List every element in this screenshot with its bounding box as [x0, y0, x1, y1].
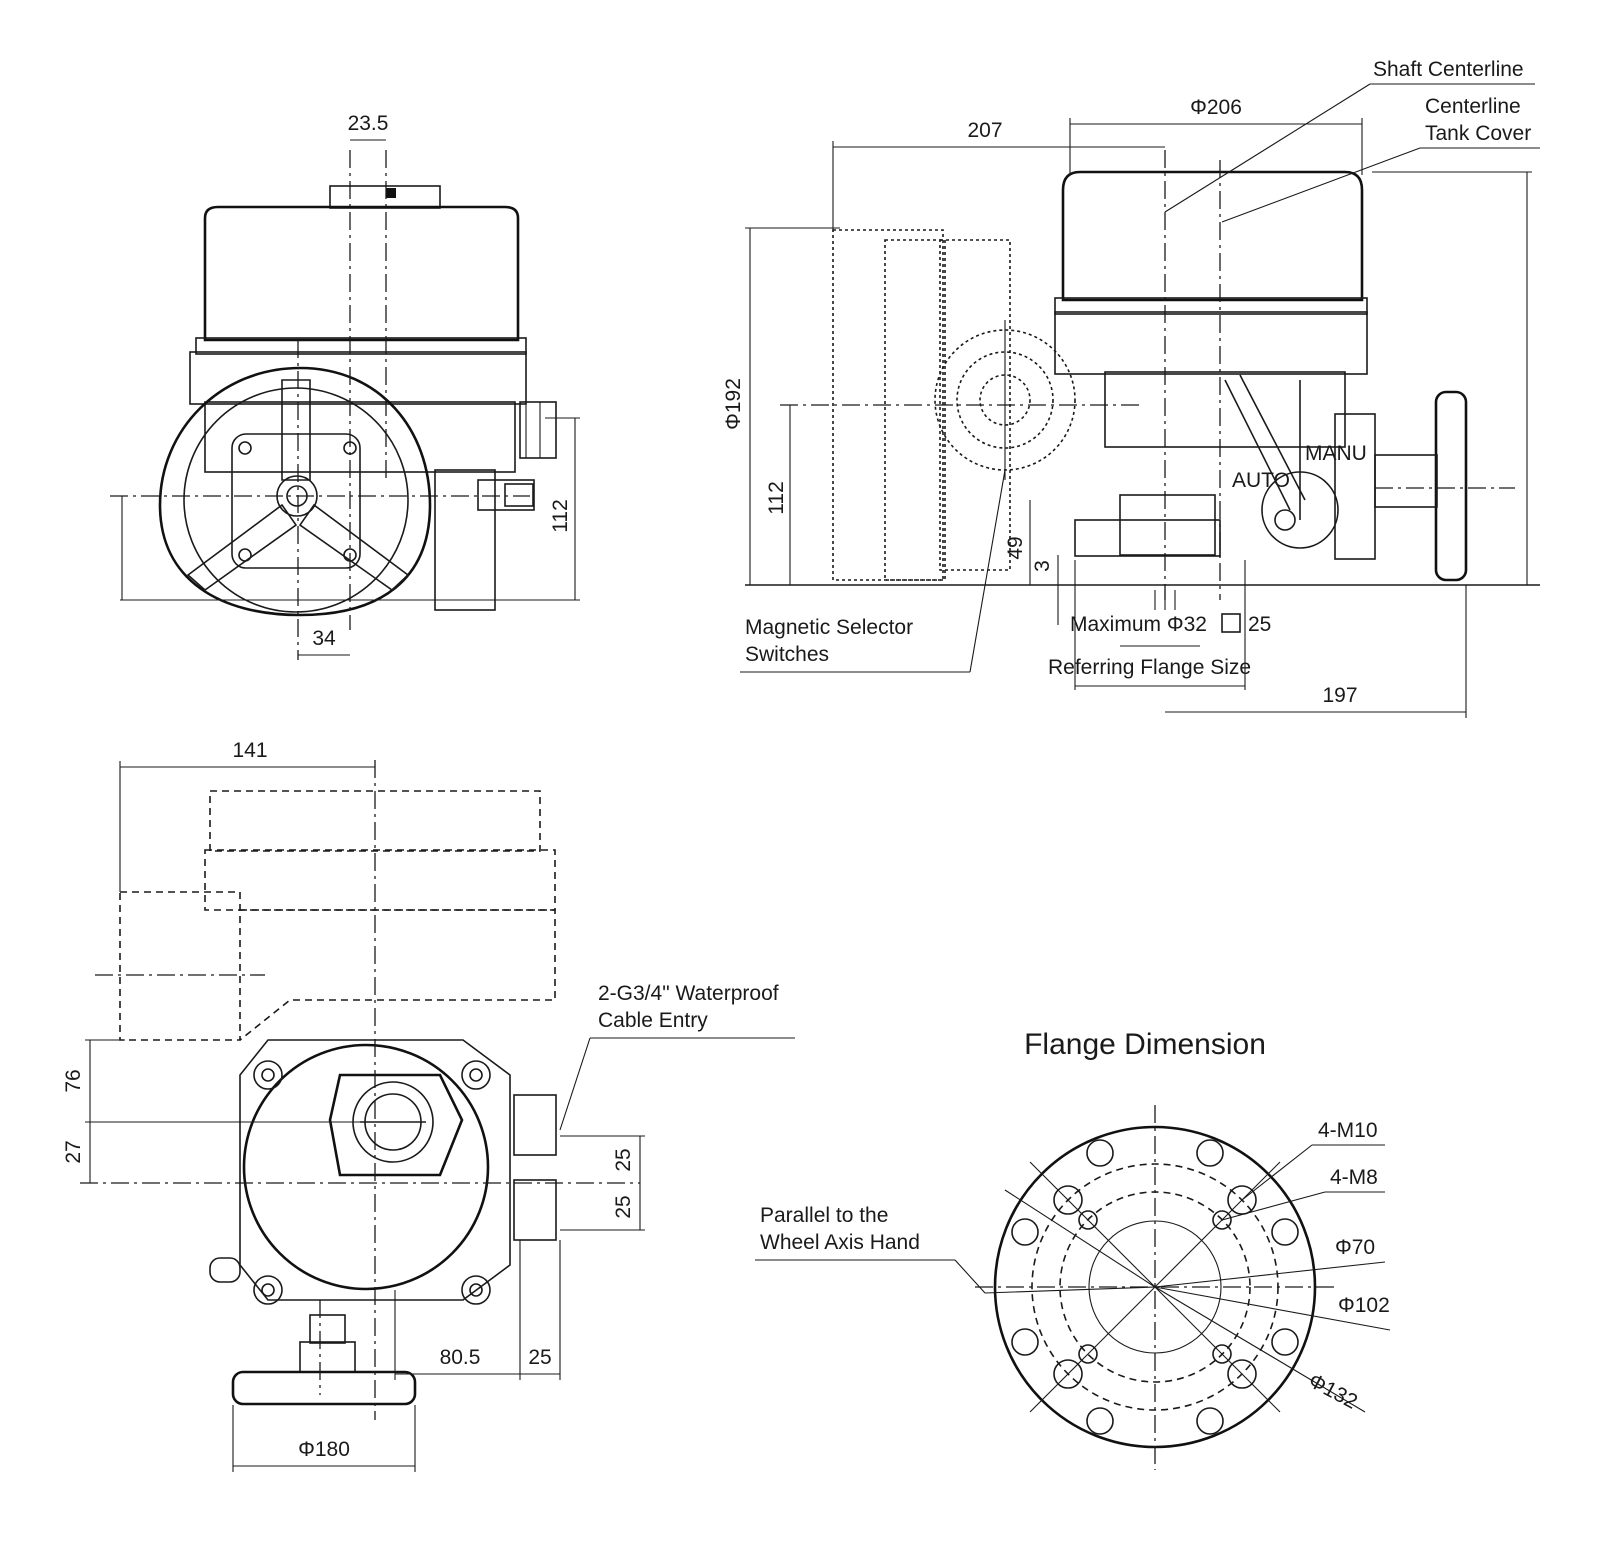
side-body-upper [1054, 311, 1368, 375]
front-body-upper [189, 351, 527, 405]
side-shaft [1374, 454, 1438, 508]
flange-m10: 4-M10 [1318, 1119, 1378, 1142]
side-centerline-2: Tank Cover [1425, 122, 1531, 145]
flange-m8: 4-M8 [1330, 1166, 1378, 1189]
top-indicator-housing [328, 1073, 464, 1177]
side-view: MANU AUTO Φ206 207 Φ192 112 49 3 197 [722, 58, 1540, 718]
flange-parallel-2: Wheel Axis Hand [760, 1231, 920, 1254]
flange-view: Flange Dimension 4-M10 [755, 1028, 1391, 1470]
side-magnetic-1: Magnetic Selector [745, 616, 913, 639]
flange-m10-holes [1053, 1185, 1257, 1389]
top-dim-76: 76 [62, 1069, 85, 1092]
top-dim-141: 141 [232, 739, 267, 762]
side-magnetic-2: Switches [745, 643, 829, 666]
side-base-block [1119, 494, 1216, 556]
front-cover [203, 205, 520, 342]
side-flange-square: 25 [1248, 613, 1271, 636]
front-view: 23.5 112 34 [110, 112, 580, 660]
top-dim-25c: 25 [528, 1346, 551, 1369]
top-dashed-cover [209, 790, 541, 852]
top-cable-gland-2 [513, 1179, 557, 1241]
top-dim-80-5: 80.5 [440, 1346, 481, 1369]
side-dim-197: 197 [1322, 684, 1357, 707]
flange-parallel-1: Parallel to the [760, 1204, 888, 1227]
top-view: 141 76 27 25 25 80.5 25 Φ180 2-G3/4" Wat… [62, 739, 795, 1472]
flange-d132-label: Φ132 [1305, 1369, 1362, 1414]
top-body-outline [239, 1039, 511, 1301]
front-dim-112: 112 [549, 499, 572, 532]
top-dim-180: Φ180 [298, 1438, 350, 1461]
side-shaft-centerline: Shaft Centerline [1373, 58, 1524, 81]
side-dim-192: Φ192 [722, 378, 745, 430]
front-dim-23-5: 23.5 [348, 112, 389, 135]
front-spoke-right [298, 503, 410, 592]
side-flange-band [1054, 297, 1368, 315]
top-cable-2: Cable Entry [598, 1009, 708, 1032]
side-referring: Referring Flange Size [1048, 656, 1251, 679]
front-gearbox-plate [231, 433, 361, 569]
side-dim-206: Φ206 [1190, 96, 1242, 119]
side-flange-max: Maximum Φ32 [1070, 613, 1207, 636]
flange-m8-holes [1078, 1210, 1232, 1364]
top-handwheel [231, 1370, 417, 1406]
flange-title: Flange Dimension [1024, 1028, 1266, 1061]
side-label-auto: AUTO [1232, 469, 1290, 492]
side-body [1104, 371, 1346, 448]
side-gear-housing [1334, 413, 1376, 560]
side-square-symbol [1221, 613, 1241, 633]
top-main-body [242, 1043, 490, 1291]
top-dashed-switch [119, 891, 241, 1041]
front-handwheel [158, 366, 432, 617]
top-dim-27: 27 [62, 1140, 85, 1163]
front-spoke-top [281, 379, 311, 481]
side-dim-207: 207 [967, 119, 1002, 142]
front-side-rod [477, 479, 535, 511]
front-lower-housing [434, 469, 496, 611]
front-handwheel-inner [183, 387, 409, 613]
side-handwheel [1434, 390, 1468, 582]
front-right-gland [519, 401, 557, 459]
side-cover [1061, 170, 1364, 302]
flange-d70-label: Φ70 [1335, 1236, 1375, 1259]
side-dim-3: 3 [1031, 560, 1054, 572]
side-label-manu: MANU [1305, 442, 1367, 465]
side-dim-112: 112 [765, 481, 788, 514]
top-cable-1: 2-G3/4" Waterproof [598, 982, 779, 1005]
side-dim-49: 49 [1004, 536, 1027, 559]
top-wheel-stem [299, 1341, 356, 1373]
front-dim-34: 34 [312, 627, 336, 650]
side-centerline-1: Centerline [1425, 95, 1521, 118]
top-cable-gland-1 [513, 1094, 557, 1156]
top-left-knob [209, 1257, 241, 1283]
front-knob-marker [386, 188, 396, 198]
top-dim-25b: 25 [612, 1195, 635, 1218]
front-flange-band [195, 337, 527, 355]
top-dim-25a: 25 [612, 1148, 635, 1171]
flange-outer-bolts [1011, 1139, 1299, 1435]
front-spoke-left [186, 503, 298, 592]
flange-d102-label: Φ102 [1338, 1294, 1390, 1317]
front-top-knob [329, 185, 441, 209]
